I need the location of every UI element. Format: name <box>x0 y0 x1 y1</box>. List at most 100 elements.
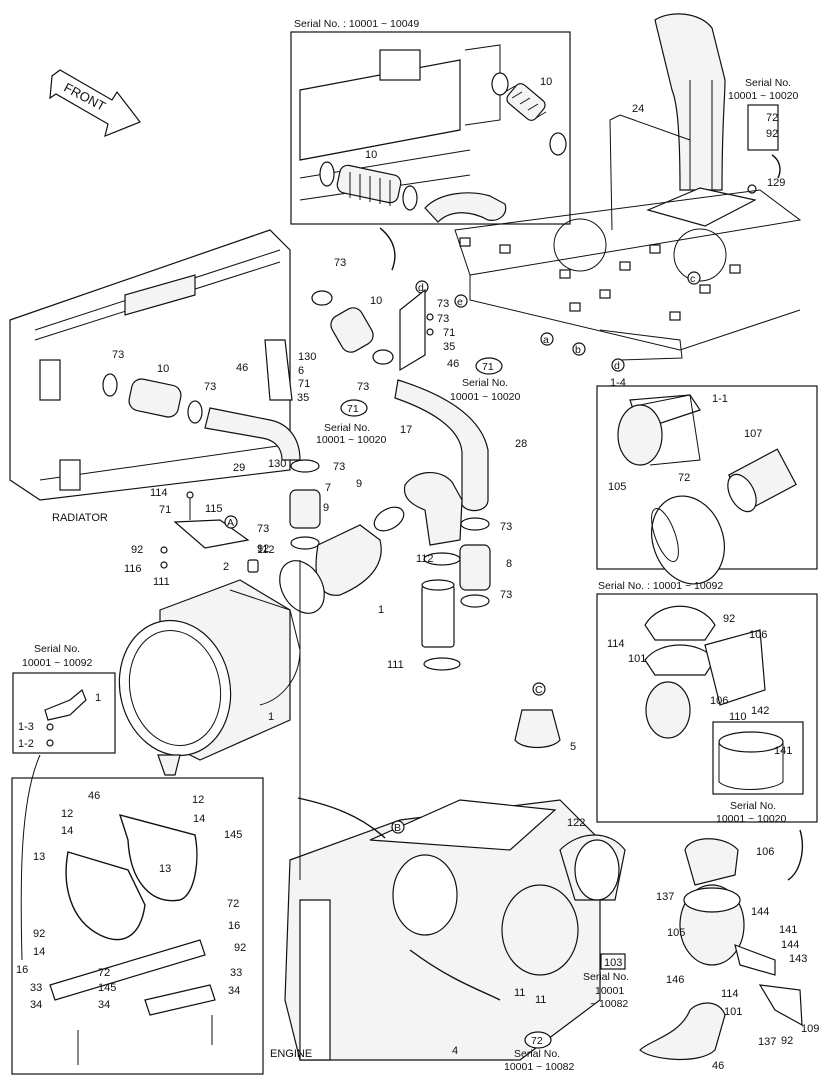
precleaner-assembly: 106 137 144 105 141 144 143 146 114 101 … <box>639 838 819 1072</box>
leader-arrow <box>787 829 804 881</box>
ref-71-b: 71 Serial No. 10001 ~ 10020 <box>450 357 521 403</box>
svg-text:C: C <box>535 684 543 696</box>
bracket-6: 73 73 71 35 46 <box>399 288 459 372</box>
part-label: 143 <box>789 953 807 965</box>
part-label: 122 <box>567 817 585 829</box>
part-label: 145 <box>98 982 116 994</box>
part-label: 73 <box>257 523 269 535</box>
leader-arrow <box>297 797 386 839</box>
part-label: 105 <box>608 481 626 493</box>
part-label: 92 <box>33 928 45 940</box>
part-label: 1-4 <box>610 377 626 389</box>
part-label: 111 <box>387 659 404 671</box>
svg-text:c: c <box>690 273 695 285</box>
part-label: 129 <box>767 177 785 189</box>
part-label: 101 <box>724 1006 742 1018</box>
part-label: 146 <box>666 974 684 986</box>
ref-circle-e: e <box>454 294 468 308</box>
part-label: 14 <box>61 825 73 837</box>
hose-10-mid: 73 10 73 <box>311 257 394 393</box>
part-label: 1 <box>95 692 101 704</box>
part-label: 112 <box>257 544 275 556</box>
part-label: 107 <box>744 428 762 440</box>
part-label: 2 <box>223 561 229 573</box>
hose-10-left: 73 10 73 29 <box>102 349 301 474</box>
part-label: 10 <box>540 76 552 88</box>
part-label: 92 <box>766 128 778 140</box>
inset-107: Serial No. : 10001 ~ 10092 92 106 114 10… <box>596 580 818 825</box>
ref-circle-a: a <box>540 332 554 346</box>
part-label: 13 <box>33 851 45 863</box>
svg-text:Serial No.: Serial No. <box>514 1048 560 1060</box>
part-label: 137 <box>656 891 674 903</box>
inset-15: Serial No. 10001 ~ 10092 1 1-3 1-2 <box>12 643 116 754</box>
part-label: 1-3 <box>18 721 34 733</box>
leader-arrow <box>20 754 41 961</box>
part-label: 73 <box>437 298 449 310</box>
part-label: 73 <box>204 381 216 393</box>
svg-text:Serial No.: Serial No. <box>462 377 508 389</box>
pipe-7: 28 17 <box>394 379 527 512</box>
part-label: 1-1 <box>712 393 728 405</box>
part-label: 35 <box>297 392 309 404</box>
part-label: 1 <box>268 711 274 723</box>
part-label: 12 <box>61 808 73 820</box>
part-label: 1-2 <box>18 738 34 750</box>
part-label: 73 <box>500 521 512 533</box>
part-label: 71 <box>159 504 171 516</box>
part-label: 16 <box>228 920 240 932</box>
svg-text:71: 71 <box>482 361 494 373</box>
part-label: 92 <box>131 544 143 556</box>
part-label: 33 <box>230 967 242 979</box>
part-label: 73 <box>333 461 345 473</box>
part-5: C 5 <box>514 682 576 753</box>
part-label: 142 <box>751 705 769 717</box>
right-column-parts: 73 112 8 73 1 111 <box>378 517 512 671</box>
part-label: 101 <box>628 653 646 665</box>
part-label: 4 <box>452 1045 458 1057</box>
part-label: 71 <box>298 378 310 390</box>
svg-text:10001 ~ 10020: 10001 ~ 10020 <box>450 391 521 403</box>
front-arrow: FRONT <box>49 69 141 137</box>
part-label: 14 <box>33 946 45 958</box>
part-label: 10 <box>157 363 169 375</box>
part-label: 73 <box>357 381 369 393</box>
svg-text:d: d <box>614 360 620 372</box>
part-label: 9 <box>356 478 362 490</box>
ref-circle-c: c <box>687 271 701 285</box>
part-label: 116 <box>124 563 142 575</box>
part-label: 111 <box>153 576 170 588</box>
part-label: 92 <box>781 1035 793 1047</box>
part-label: 24 <box>632 103 644 115</box>
part-label: 34 <box>228 985 240 997</box>
part-label: 72 <box>678 472 690 484</box>
serial-note: Serial No. : 10001 ~ 10049 <box>294 18 419 30</box>
part-label: 114 <box>607 638 625 650</box>
part-label: 12 <box>192 794 204 806</box>
svg-text:10001: 10001 <box>595 985 624 997</box>
part-label: 72 <box>766 112 778 124</box>
part-label: 29 <box>233 462 245 474</box>
part-label: 10 <box>365 149 377 161</box>
svg-text:10001 ~ 10020: 10001 ~ 10020 <box>716 813 787 825</box>
part-label: 71 <box>443 327 455 339</box>
part-label: 114 <box>150 487 168 499</box>
svg-text:Serial No.: Serial No. <box>324 422 370 434</box>
svg-text:a: a <box>543 334 549 346</box>
part-label: 73 <box>334 257 346 269</box>
svg-text:Serial No.: Serial No. <box>583 971 629 983</box>
svg-text:10001 ~ 10092: 10001 ~ 10092 <box>22 657 93 669</box>
part-label: 106 <box>756 846 774 858</box>
svg-text:~ 10082: ~ 10082 <box>590 998 628 1010</box>
part-label: 112 <box>416 553 434 565</box>
svg-text:Serial No.: Serial No. <box>34 643 80 655</box>
part-label: 9 <box>323 502 329 514</box>
part-label: 10 <box>370 295 382 307</box>
part-label: 8 <box>506 558 512 570</box>
part-label: 141 <box>779 924 797 936</box>
part-label: 141 <box>774 745 792 757</box>
part-label: 5 <box>570 741 576 753</box>
part-label: 130 <box>298 351 316 363</box>
